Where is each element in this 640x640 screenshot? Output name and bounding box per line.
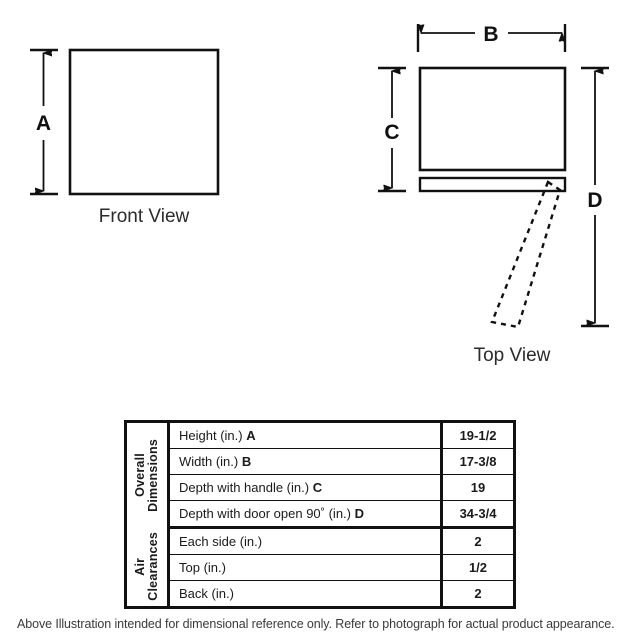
row-value-depth-door-open: 34-3/4	[440, 500, 515, 529]
top-view-door-closed	[418, 176, 567, 193]
row-label-depth-handle: Depth with handle (in.) C	[168, 474, 442, 501]
row-value-height: 19-1/2	[440, 421, 515, 449]
table-row: Back (in.) 2	[126, 580, 515, 608]
dimensions-table-body: Overall Dimensions Height (in.) A 19-1/2…	[125, 421, 515, 608]
section-label-air-clearances-text: Air Clearances	[132, 532, 160, 602]
row-label-width: Width (in.) B	[168, 448, 442, 475]
disclaimer-note: Above Illustration intended for dimensio…	[17, 617, 615, 631]
row-label-each-side: Each side (in.)	[168, 527, 442, 555]
table-row: Overall Dimensions Height (in.) A 19-1/2	[125, 421, 515, 528]
row-value-top: 1/2	[440, 554, 515, 581]
table-row: Width (in.) B 17-3/8	[126, 448, 515, 475]
table-row: Top (in.) 1/2	[126, 554, 515, 581]
table-row: Air Clearances Each side (in.) 2	[125, 527, 515, 608]
row-label-depth-handle-text: Depth with handle (in.)	[179, 480, 310, 495]
table-row: Depth with door open 90˚ (in.) D 34-3/4	[126, 500, 515, 529]
row-label-height: Height (in.) A	[168, 421, 442, 449]
dimension-label-a: A	[36, 112, 51, 135]
row-value-each-side: 2	[440, 527, 515, 555]
top-view-body-outline	[418, 66, 567, 172]
top-view-group: B C D Top View	[378, 23, 609, 366]
table-row: Depth with handle (in.) C 19	[126, 474, 515, 501]
row-value-depth-handle: 19	[440, 474, 515, 501]
row-value-back: 2	[440, 580, 515, 608]
row-letter-depth-handle: C	[312, 480, 323, 495]
row-label-depth-door-open: Depth with door open 90˚ (in.) D	[168, 500, 442, 529]
section-label-air-clearances: Air Clearances	[125, 527, 170, 608]
row-letter-depth-door-open: D	[354, 506, 364, 521]
top-view-caption: Top View	[474, 345, 551, 366]
row-label-depth-door-open-text: Depth with door open 90˚ (in.)	[179, 506, 351, 521]
top-view-door-open-dashed	[490, 180, 562, 329]
row-label-back: Back (in.)	[168, 580, 442, 608]
dimension-label-d: D	[587, 189, 602, 212]
row-label-width-text: Width (in.)	[179, 454, 239, 469]
section-label-overall-dimensions: Overall Dimensions	[125, 421, 170, 528]
front-view-body-outline	[68, 48, 220, 196]
dimensions-table: Overall Dimensions Height (in.) A 19-1/2…	[124, 420, 516, 609]
dimension-label-b: B	[483, 23, 498, 46]
section-label-overall-dimensions-text: Overall Dimensions	[132, 438, 160, 512]
front-view-group: A Front View	[30, 48, 220, 227]
row-label-top: Top (in.)	[168, 554, 442, 581]
row-value-width: 17-3/8	[440, 448, 515, 475]
dimension-label-c: C	[384, 121, 399, 144]
row-letter-height: A	[246, 428, 256, 443]
row-label-height-text: Height (in.)	[179, 428, 243, 443]
front-view-caption: Front View	[99, 206, 190, 227]
row-letter-width: B	[241, 454, 252, 469]
